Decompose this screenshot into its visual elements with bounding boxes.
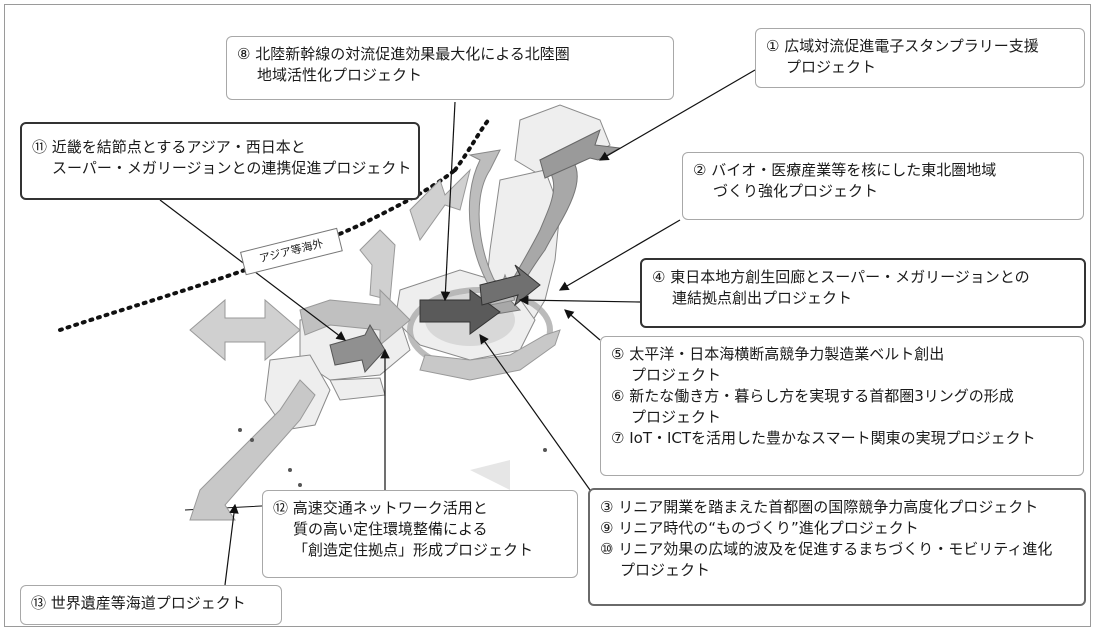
decor-triangle [470,460,510,490]
p13-line1: ⑬ 世界遺産等海道プロジェクト [31,594,246,612]
p7-line1: ⑦ IoT・ICTを活用した豊かなスマート関東の実現プロジェクト [611,429,1036,447]
leader-p1 [598,69,756,161]
leader-p5 [564,309,601,341]
p11-line2: スーパー・メガリージョンとの連携促進プロジェクト [52,159,412,177]
label-box-p4: ④ 東日本地方創生回廊とスーパー・メガリージョンとの 連結拠点創出プロジェクト [640,258,1086,328]
pacific-belt-arrow [419,329,561,381]
p10-line1: ⑩ リニア効果の広域的波及を促進するまちづくり・モビリティ進化 [600,540,1053,558]
leader-p3 [479,334,591,491]
label-box-p2: ② バイオ・医療産業等を核にした東北圏地域 づくり強化プロジェクト [682,152,1084,220]
label-box-p5-p6-p7: ⑤ 太平洋・日本海横断高競争力製造業ベルト創出 プロジェクト ⑥ 新たな働き方・… [600,336,1084,476]
asia-link-arrow [189,298,301,362]
p2-line1: ② バイオ・医療産業等を核にした東北圏地域 [693,161,997,179]
kinki-link-arrow [299,288,411,347]
p8-line1: ⑧ 北陸新幹線の対流促進効果最大化による北陸圏 [237,45,570,63]
p9-line1: ⑨ リニア時代の“ものづくり”進化プロジェクト [600,519,919,537]
island [543,448,547,452]
island [288,468,292,472]
p5-line2: プロジェクト [631,366,722,384]
p3-line1: ③ リニア開業を踏まえた首都圏の国際競争力高度化プロジェクト [600,498,1039,516]
hokuriku-overseas-arrow [409,168,471,242]
overseas-boundary-line-upper [453,116,492,172]
label-box-p11: ⑪ 近畿を結節点とするアジア・西日本と スーパー・メガリージョンとの連携促進プロ… [20,122,420,200]
p6-line1: ⑥ 新たな働き方・暮らし方を実現する首都圏3リングの形成 [611,387,1014,405]
east-corridor-arrow [479,264,541,307]
p6-line2: プロジェクト [631,408,722,426]
p11-line1: ⑪ 近畿を結節点とするアジア・西日本と [32,138,306,156]
p8-line2: 地域活性化プロジェクト [257,66,423,84]
p4-line1: ④ 東日本地方創生回廊とスーパー・メガリージョンとの [652,268,1030,286]
leader-p4 [518,295,641,305]
island [298,483,302,487]
figure-frame [4,4,1091,627]
japan-sea-arrow [359,229,396,301]
p4-line2: 連結拠点創出プロジェクト [672,289,853,307]
p12-line2: 質の高い定住環境整備による [293,520,488,538]
megaregion-arrow [419,289,501,335]
shikoku-land [329,377,386,401]
island [250,438,254,442]
kyushu-seaway-arrow [189,379,316,521]
p2-line2: づくり強化プロジェクト [713,182,879,200]
p12-line1: ⑫ 高速交通ネットワーク活用と [273,499,488,517]
label-box-p3-p9-p10: ③ リニア開業を踏まえた首都圏の国際競争力高度化プロジェクト ⑨ リニア時代の“… [588,488,1086,606]
p1-line2: プロジェクト [786,58,877,76]
leader-p2 [558,219,681,291]
island [238,428,242,432]
creative-settlement-arrow [329,323,386,374]
leader-p13 [224,503,239,586]
label-box-p8: ⑧ 北陸新幹線の対流促進効果最大化による北陸圏 地域活性化プロジェクト [226,36,674,100]
label-box-p1: ① 広域対流促進電子スタンプラリー支援 プロジェクト [755,28,1085,88]
p10-line2: プロジェクト [620,561,711,579]
p1-line1: ① 広域対流促進電子スタンプラリー支援 [766,37,1039,55]
leader-p8 [440,101,456,302]
p5-line1: ⑤ 太平洋・日本海横断高競争力製造業ベルト創出 [611,345,945,363]
p12-line3: 「創造定住拠点」形成プロジェクト [293,541,534,559]
label-box-p13: ⑬ 世界遺産等海道プロジェクト [20,585,282,625]
label-box-p12: ⑫ 高速交通ネットワーク活用と 質の高い定住環境整備による 「創造定住拠点」形成… [262,490,578,578]
